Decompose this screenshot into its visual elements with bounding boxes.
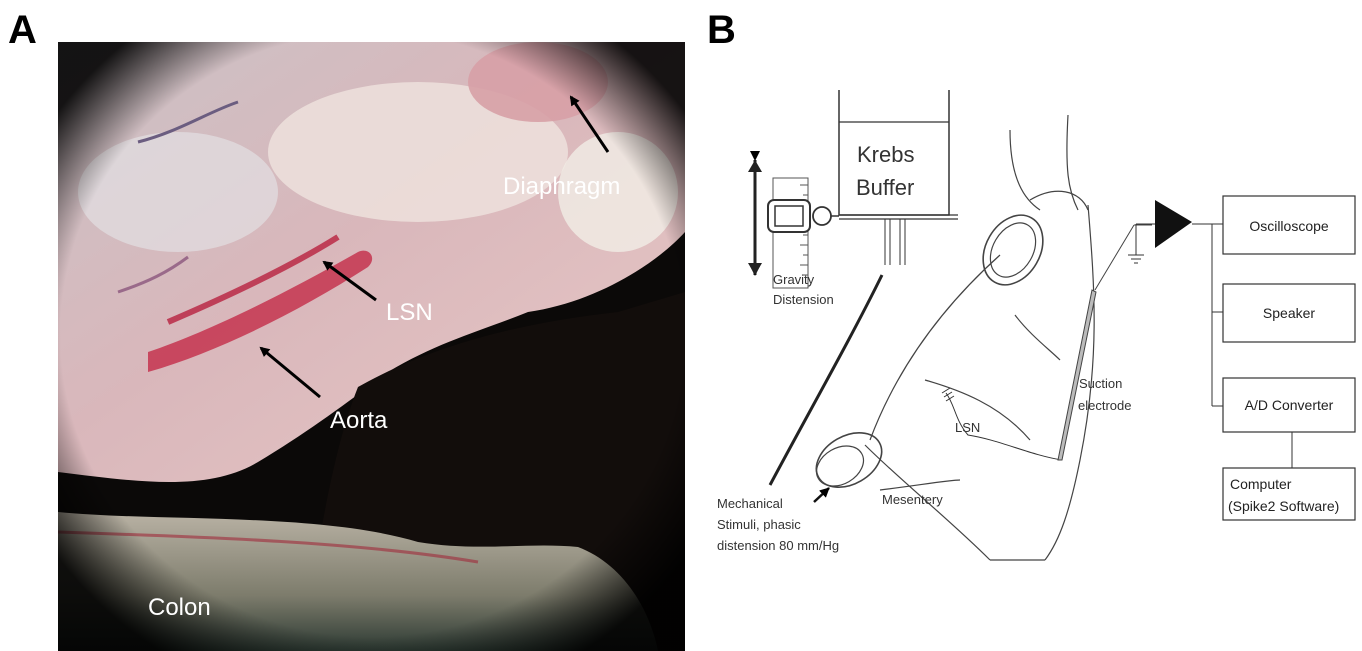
gravity-label-2: Distension (773, 292, 834, 307)
lsn-nerve: LSN (942, 388, 1062, 460)
krebs-reservoir: Krebs Buffer (839, 90, 958, 265)
gravity-column: Gravity Distension (748, 160, 839, 307)
panel-b-letter: B (707, 10, 736, 50)
panel-a-letter: A (8, 10, 37, 50)
speaker-label: Speaker (1263, 305, 1315, 321)
krebs-label-1: Krebs (857, 142, 914, 167)
suction-electrode: Suction electrode (1058, 225, 1152, 460)
diaphragm-label: Diaphragm (503, 173, 620, 200)
mesentery-label: Mesentery (882, 492, 943, 507)
computer-box: Computer (Spike2 Software) (1223, 468, 1355, 520)
colon-label: Colon (148, 594, 211, 621)
ad-converter-box: A/D Converter (1223, 378, 1355, 432)
lsn-label-a: LSN (386, 299, 433, 326)
oscilloscope-label: Oscilloscope (1249, 218, 1329, 234)
stimuli-label-2: Stimuli, phasic (717, 517, 801, 532)
suction-label-2: electrode (1078, 398, 1131, 413)
computer-label-1: Computer (1230, 476, 1292, 492)
stimuli-label-3: distension 80 mm/Hg (717, 538, 839, 553)
aorta-label: Aorta (330, 407, 388, 434)
suction-label-1: Suction (1079, 376, 1122, 391)
oscilloscope-box: Oscilloscope (1223, 196, 1355, 254)
ad-converter-label: A/D Converter (1245, 397, 1334, 413)
stimuli-label-1: Mechanical (717, 496, 783, 511)
dissection-photo: Diaphragm LSN Aorta Colon (58, 42, 685, 651)
stimuli-arrow (814, 488, 829, 502)
krebs-label-2: Buffer (856, 175, 914, 200)
speaker-box: Speaker (1223, 284, 1355, 342)
setup-diagram: Krebs Buffer Gravity Distension (700, 60, 1362, 620)
computer-label-2: (Spike2 Software) (1228, 498, 1339, 514)
gravity-label-1: Gravity (773, 272, 815, 287)
lsn-label-b: LSN (955, 420, 980, 435)
